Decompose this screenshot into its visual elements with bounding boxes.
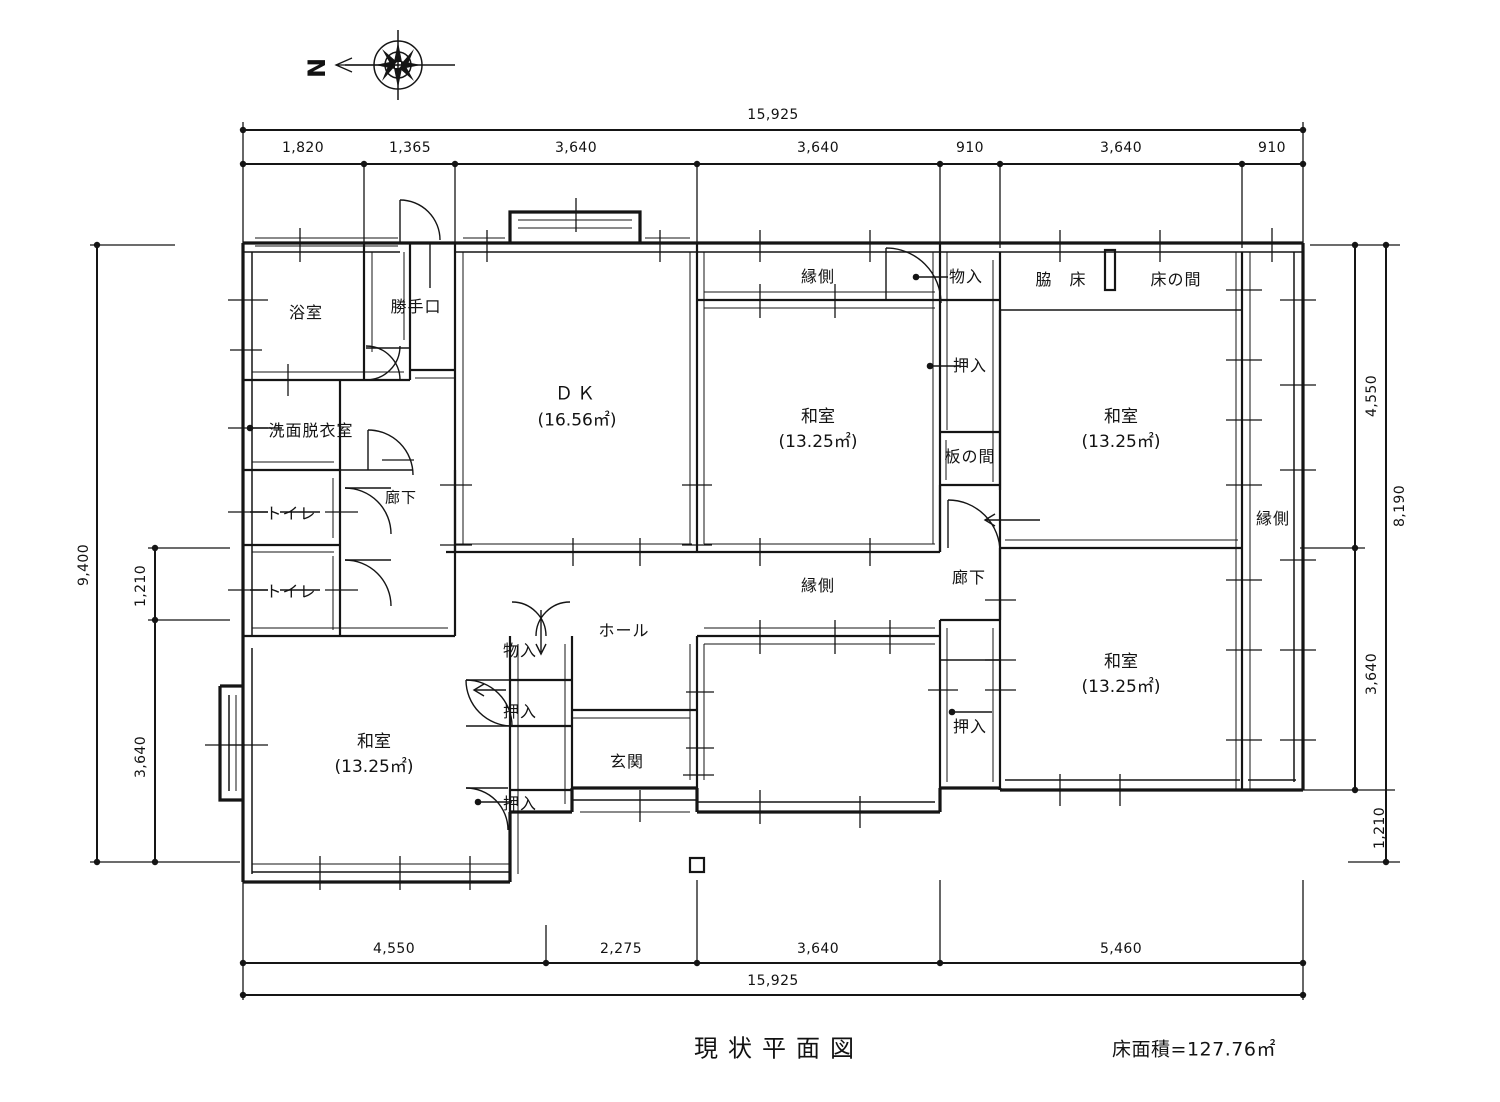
- dim-top-seg-4: 3,640: [796, 140, 840, 156]
- room-label-washitsu-ne: 和室 (13.25㎡): [1082, 402, 1161, 452]
- drawing-title: 現状平面図: [694, 1034, 864, 1063]
- room-label-toko-no-ma: 床の間: [1150, 270, 1202, 290]
- room-label-waki-doko: 脇 床: [1035, 270, 1087, 290]
- room-label-genkan: 玄関: [609, 752, 645, 772]
- room-label-storage-hall: 物入: [502, 641, 538, 661]
- dim-left-seg-1: 1,210: [133, 564, 149, 608]
- dim-top-overall: 15,925: [747, 107, 799, 123]
- floor-area-label: 床面積=127.76㎡: [1112, 1038, 1276, 1061]
- room-name-washitsu-sw: 和室: [357, 732, 391, 752]
- dim-left-seg-2: 3,640: [133, 735, 149, 779]
- dim-bottom-seg-3: 3,640: [796, 941, 840, 957]
- north-arrow-icon: [334, 30, 455, 100]
- room-label-service-entrance: 勝手口: [390, 297, 442, 317]
- room-label-closet-sw: 押入: [502, 794, 538, 814]
- dim-right-lower: 1,210: [1372, 806, 1388, 850]
- dim-top-seg-7: 910: [1258, 140, 1286, 156]
- room-label-washitsu-se: 和室 (13.25㎡): [1082, 647, 1161, 697]
- room-name-washitsu-center: 和室: [801, 407, 835, 427]
- dim-right-overall: 8,190: [1392, 484, 1408, 528]
- room-label-ita-no-ma: 板の間: [944, 447, 996, 467]
- dim-top-seg-2: 1,365: [388, 140, 432, 156]
- dim-bottom-overall: 15,925: [747, 973, 799, 989]
- dim-top-seg-5: 910: [956, 140, 984, 156]
- room-label-veranda-east: 縁側: [1255, 509, 1291, 529]
- room-name-washitsu-se: 和室: [1104, 652, 1138, 672]
- bottom-dimension-chain: [239, 880, 1307, 1000]
- dim-right-seg-2: 3,640: [1364, 652, 1380, 696]
- room-label-veranda-north: 縁側: [800, 267, 836, 287]
- room-area-washitsu-sw: (13.25㎡): [334, 757, 414, 777]
- top-dimension-chain: [239, 122, 1307, 248]
- dim-bottom-seg-2: 2,275: [599, 941, 643, 957]
- dim-right-seg-1: 4,550: [1364, 374, 1380, 418]
- dim-top-seg-6: 3,640: [1099, 140, 1143, 156]
- dim-left-overall: 9,400: [76, 543, 92, 587]
- room-label-closet-hall: 押入: [502, 702, 538, 722]
- room-area-washitsu-ne: (13.25㎡): [1081, 432, 1161, 452]
- left-dimension-chain: [90, 241, 240, 866]
- right-dimension-chain: [1300, 241, 1400, 866]
- room-label-closet-se: 押入: [952, 717, 988, 737]
- room-label-veranda-south: 縁側: [800, 576, 836, 596]
- room-label-toilet-2: トイレ: [265, 582, 317, 602]
- room-label-toilet-1: トイレ: [265, 504, 317, 524]
- dim-bottom-seg-1: 4,550: [372, 941, 416, 957]
- room-area-dk: (16.56㎡): [537, 410, 617, 431]
- north-label: N: [303, 57, 331, 79]
- dim-bottom-seg-4: 5,460: [1099, 941, 1143, 957]
- room-label-hall: ホール: [598, 621, 650, 641]
- room-label-storage-north: 物入: [948, 267, 984, 287]
- dim-top-seg-1: 1,820: [281, 140, 325, 156]
- room-label-washitsu-sw: 和室 (13.25㎡): [335, 727, 414, 777]
- room-label-bathroom: 浴室: [288, 303, 324, 323]
- room-area-washitsu-center: (13.25㎡): [778, 432, 858, 452]
- room-label-closet-center: 押入: [952, 356, 988, 376]
- label-leader-lines: [246, 273, 992, 806]
- room-label-corridor-west: 廊下: [384, 488, 418, 507]
- building-walls: [218, 199, 1305, 884]
- room-label-washroom: 洗面脱衣室: [268, 421, 354, 441]
- room-label-washitsu-center: 和室 (13.25㎡): [779, 402, 858, 452]
- room-label-corridor-east: 廊下: [951, 568, 987, 588]
- room-name-dk: ＤＫ: [555, 383, 599, 405]
- room-label-dk: ＤＫ (16.56㎡): [538, 380, 617, 431]
- room-name-washitsu-ne: 和室: [1104, 407, 1138, 427]
- room-area-washitsu-se: (13.25㎡): [1081, 677, 1161, 697]
- dim-top-seg-3: 3,640: [554, 140, 598, 156]
